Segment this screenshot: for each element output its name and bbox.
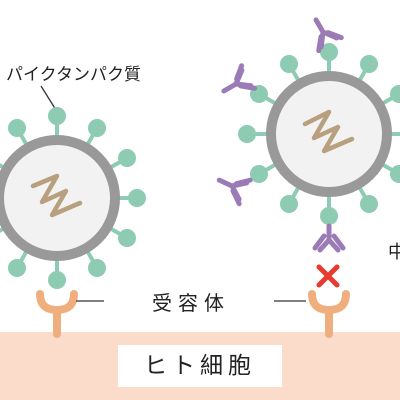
rna-strand-right bbox=[302, 109, 355, 154]
antibody-lower-left bbox=[216, 177, 253, 207]
human-cell-label: ヒト細胞 bbox=[118, 345, 282, 387]
receptor-label: 受容体 bbox=[152, 291, 230, 315]
virus-left bbox=[0, 135, 120, 261]
spike-protein-label: パイクタンパク質 bbox=[6, 65, 141, 85]
antibody-bottom bbox=[312, 223, 346, 253]
antibody-top bbox=[313, 17, 344, 54]
antibody-upper-left bbox=[221, 63, 258, 94]
virus-right bbox=[266, 71, 392, 197]
neutralizing-label-partial: 中 bbox=[388, 242, 400, 263]
receptor-right bbox=[308, 290, 350, 338]
spike-leader-line bbox=[40, 85, 57, 111]
cross-mark-icon bbox=[316, 264, 340, 288]
rna-strand-left bbox=[30, 173, 83, 218]
receptor-left bbox=[36, 290, 78, 338]
